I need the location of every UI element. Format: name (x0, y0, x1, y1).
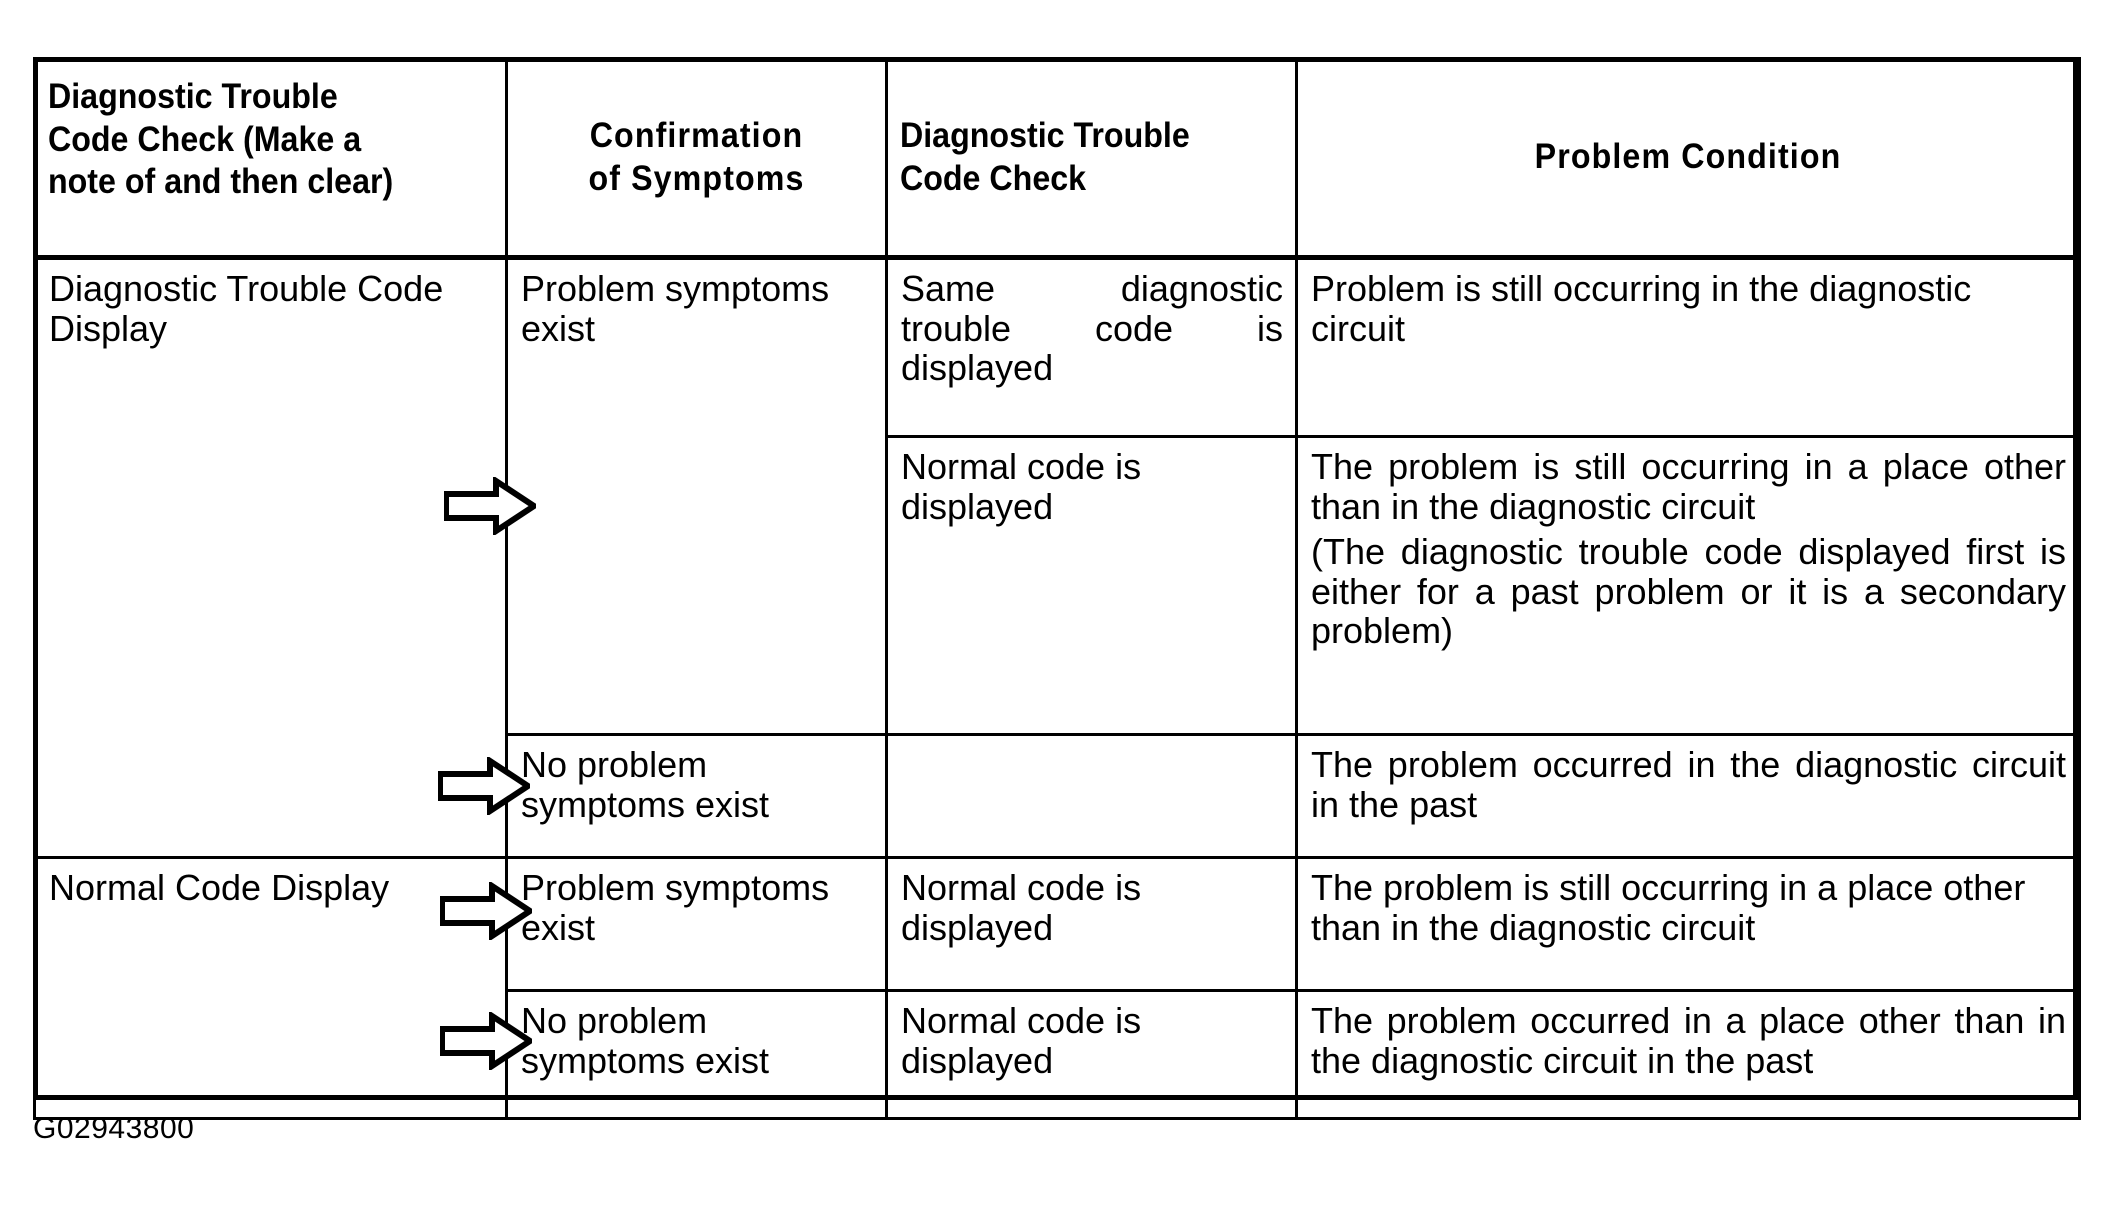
cell-symptoms-no-problem-1: No problem symptoms exist (505, 733, 888, 859)
text-second-check-normal-code-1: Normal code is displayed (901, 446, 1142, 527)
table-row: Normal Code Display Problem symptoms exi… (33, 856, 2081, 1120)
cell-second-check-same-code: Same diagnostic trouble code is displaye… (885, 256, 1298, 438)
text-condition-other-place: The problem is still occurring in a plac… (1311, 446, 2066, 527)
text-symptoms-no-problem-1: No problem symptoms exist (521, 744, 770, 825)
diagnostic-trouble-code-table: Diagnostic Trouble Code Check (Make a no… (33, 57, 2081, 1120)
header-line: Code Check (899, 158, 1087, 198)
text-second-check-normal-code-2: Normal code is displayed (901, 867, 1142, 948)
figure-caption-code: G02943800 (33, 1112, 195, 1145)
cell-second-check-normal-code-3: Normal code is displayed (885, 989, 1298, 1120)
header-cell-dtc-check-clear: Diagnostic Trouble Code Check (Make a no… (33, 57, 508, 260)
table-row: Diagnostic Trouble Code Display Problem … (33, 256, 2081, 859)
text-symptoms-no-problem-2: No problem symptoms exist (521, 1000, 770, 1081)
text-condition-other-place-2: The problem is still occurring in a plac… (1311, 867, 2026, 948)
diagnostic-trouble-code-table-wrapper: Diagnostic Trouble Code Check (Make a no… (33, 57, 2081, 1120)
header-text-dtc-check-clear: Diagnostic Trouble Code Check (Make a no… (36, 60, 467, 204)
cell-second-check-empty (885, 733, 1298, 859)
header-text-confirmation-symptoms: Confirmation of Symptoms (523, 60, 870, 255)
cell-second-check-normal-code-2: Normal code is displayed (885, 856, 1298, 992)
header-cell-problem-condition: Problem Condition (1295, 57, 2081, 260)
text-symptoms-problem-exist-1: Problem symptoms exist (521, 268, 830, 349)
text-dtc-check-group1: Diagnostic Trouble Code Display (49, 268, 444, 349)
table-row: No problem symptoms exist Normal code is… (35, 989, 2081, 1120)
header-text-dtc-check: Diagnostic Trouble Code Check (888, 60, 1262, 255)
header-line: Diagnostic Trouble (47, 77, 338, 116)
cell-condition-still-in-circuit: Problem is still occurring in the diagno… (1295, 256, 2081, 438)
table-header-row: Diagnostic Trouble Code Check (Make a no… (33, 57, 2081, 260)
table-row: No problem symptoms exist The problem oc… (35, 733, 2081, 859)
header-cell-confirmation-symptoms: Confirmation of Symptoms (505, 57, 888, 260)
cell-dtc-check-group1: Diagnostic Trouble Code Display (33, 256, 508, 859)
header-line: note of and then clear) (47, 162, 394, 202)
cell-second-check-normal-code-1: Normal code is displayed (885, 435, 1298, 736)
table-row: Normal code is displayed The problem is … (35, 435, 2081, 736)
cell-symptoms-problem-exist-2: Problem symptoms exist (505, 856, 888, 992)
cell-condition-other-place-2: The problem is still occurring in a plac… (1295, 856, 2081, 992)
cell-condition-past-in-circuit: The problem occurred in the diagnostic c… (1295, 733, 2081, 859)
text-condition-other-place-note: (The diagnostic trouble code displayed f… (1311, 531, 2066, 652)
header-line: Confirmation (589, 115, 804, 155)
text-condition-past-in-circuit: The problem occurred in the diagnostic c… (1311, 744, 2066, 825)
header-text-problem-condition: Problem Condition (1329, 60, 2047, 255)
cell-condition-other-place-detail: The problem is still occurring in a plac… (1295, 435, 2081, 736)
header-line: Problem Condition (1534, 137, 1842, 177)
text-condition-past-other-place: The problem occurred in a place other th… (1311, 1000, 2066, 1081)
cell-dtc-check-group2: Normal Code Display (33, 856, 508, 1120)
cell-symptoms-problem-exist-1: Problem symptoms exist (505, 256, 888, 736)
cell-condition-past-other-place: The problem occurred in a place other th… (1295, 989, 2081, 1120)
text-second-check-empty (888, 736, 1295, 751)
text-dtc-check-group2: Normal Code Display (49, 867, 390, 908)
header-cell-dtc-check: Diagnostic Trouble Code Check (885, 57, 1298, 260)
text-symptoms-problem-exist-2: Problem symptoms exist (521, 867, 830, 948)
cell-symptoms-no-problem-2: No problem symptoms exist (505, 989, 888, 1120)
header-line: of Symptoms (588, 158, 805, 198)
header-line: Code Check (Make a (47, 119, 362, 159)
header-line: Diagnostic Trouble (899, 115, 1190, 155)
text-second-check-normal-code-3: Normal code is displayed (901, 1000, 1142, 1081)
text-condition-still-in-circuit: Problem is still occurring in the diagno… (1311, 268, 1972, 349)
text-second-check-same-code: Same diagnostic trouble code is displaye… (901, 268, 1283, 389)
